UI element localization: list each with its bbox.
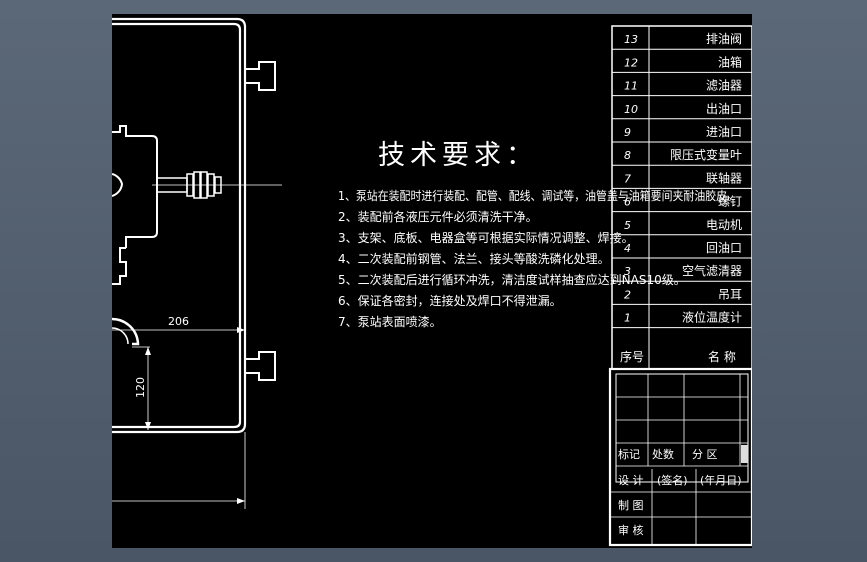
- tank-outer-wall: [112, 17, 247, 434]
- part-number: 10: [624, 103, 638, 116]
- dim-height-label: 120: [134, 377, 147, 398]
- label-date: (年月日): [700, 473, 742, 487]
- part-name: 滤油器: [706, 79, 742, 93]
- dim-arrow-bottom: [237, 498, 245, 504]
- dim-width-label: 206: [168, 315, 189, 328]
- part-name: 出油口: [706, 102, 742, 116]
- dim-arrow-height-top: [145, 347, 151, 355]
- requirement-2: 2、装配前各液压元件必须清洗干净。: [338, 209, 538, 224]
- part-number: 1: [624, 312, 631, 325]
- part-number: 12: [624, 56, 638, 69]
- technical-requirements: 技术要求： 1、泵站在装配时进行装配、配管、配线、调试等，油管盖与油箱要间夹耐油…: [338, 140, 738, 329]
- part-name: 吊耳: [718, 287, 742, 301]
- requirement-4: 4、二次装配前钢管、法兰、接头等酸洗磷化处理。: [338, 251, 610, 266]
- level-gauge-arc: [112, 317, 140, 346]
- label-signature: (签名): [657, 473, 688, 487]
- requirement-3: 3、支架、底板、电器盒等可根据实际情况调整、焊接。: [338, 230, 634, 245]
- part-name: 空气滤清器: [682, 263, 742, 278]
- requirements-title: 技术要求：: [378, 140, 538, 171]
- part-name: 进油口: [706, 125, 742, 139]
- motor-arc: [112, 173, 124, 197]
- drawing-sheet: 206 120 技术要求： 1、泵站在装配时进行装配、配管、配线、调试等，油管盖…: [112, 14, 752, 548]
- part-name: 油箱: [718, 54, 742, 69]
- requirement-1: 1、泵站在装配时进行装配、配管、配线、调试等，油管盖与油箱要间夹耐油胶皮。: [338, 188, 738, 203]
- part-number: 3: [624, 265, 631, 278]
- part-number: 6: [624, 196, 631, 209]
- part-number: 8: [624, 149, 631, 162]
- label-review: 审 核: [618, 523, 644, 537]
- label-zone: 分 区: [692, 448, 718, 461]
- tank-inner-wall: [112, 22, 242, 429]
- title-block: 标记 处数 分 区 设 计 (签名) (年月日) 制 图 审 核: [608, 367, 752, 547]
- requirement-7: 7、泵站表面喷漆。: [338, 315, 442, 329]
- part-name: 排油阀: [706, 32, 742, 46]
- lower-lifting-lug: [245, 351, 276, 381]
- requirement-5: 5、二次装配后进行循环冲洗，清洁度试样抽查应达到NAS10级。: [338, 272, 686, 287]
- label-count: 处数: [652, 448, 674, 461]
- part-name: 电动机: [706, 218, 742, 232]
- requirement-6: 6、保证各密封，连接处及焊口不得泄漏。: [338, 293, 562, 308]
- motor-housing: [112, 125, 158, 248]
- label-design: 设 计: [618, 474, 644, 487]
- part-number: 2: [624, 288, 631, 301]
- part-number: 5: [624, 219, 631, 232]
- part-name: 限压式变量叶: [670, 147, 742, 162]
- part-number: 4: [624, 242, 631, 255]
- label-mark: 标记: [618, 447, 640, 461]
- title-block-marker: [741, 445, 748, 463]
- tank-drawing: 206 120: [112, 17, 282, 509]
- dim-arrow-width: [237, 327, 245, 333]
- title-block-revision-area: [615, 373, 749, 483]
- part-name: 回油口: [706, 241, 742, 255]
- upper-lifting-lug: [245, 61, 276, 91]
- drawing-canvas: 206 120 技术要求： 1、泵站在装配时进行装配、配管、配线、调试等，油管盖…: [112, 17, 752, 547]
- part-number: 7: [624, 172, 631, 185]
- motor-base: [112, 247, 127, 285]
- level-gauge-inner: [112, 327, 129, 345]
- part-number: 13: [624, 33, 638, 46]
- part-name: 螺钉: [718, 195, 742, 209]
- label-drafting: 制 图: [618, 499, 644, 512]
- part-number: 9: [624, 126, 631, 139]
- part-name: 联轴器: [706, 170, 742, 185]
- part-number: 11: [624, 80, 638, 93]
- parts-header-name: 名 称: [708, 349, 736, 364]
- parts-header-no: 序号: [620, 349, 644, 364]
- part-name: 液位温度计: [682, 310, 742, 325]
- title-block-frame: [608, 367, 752, 547]
- dim-arrow-height-bottom: [145, 422, 151, 430]
